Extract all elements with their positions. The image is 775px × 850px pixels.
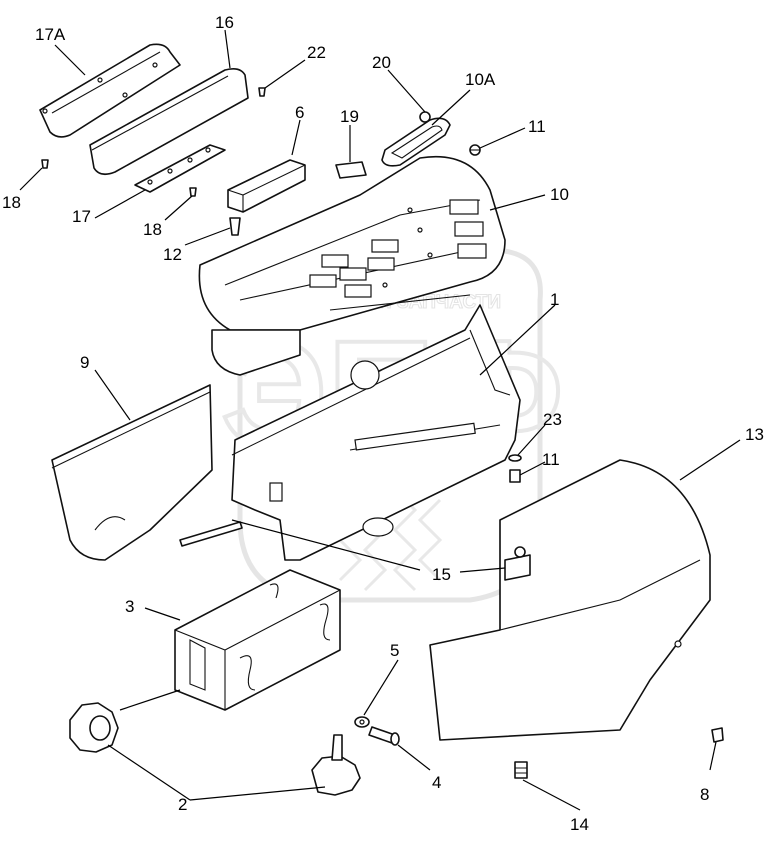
- callout-8: 8: [700, 785, 709, 804]
- callout-18-left: 18: [2, 193, 21, 212]
- callout-14: 14: [570, 815, 589, 834]
- callout-labels: 17A 16 22 20 10A 6 19 11 18 17 18 10 12 …: [2, 13, 764, 834]
- screw-11-lower-icon: [509, 469, 521, 483]
- washer-5-icon: [354, 716, 370, 728]
- bolt-4-icon: [368, 726, 400, 746]
- part-2-knob-left: [69, 702, 119, 753]
- part-13-cover-shell: [429, 459, 711, 741]
- callout-2: 2: [178, 795, 187, 814]
- callout-17: 17: [72, 207, 91, 226]
- screw-18-icon: [41, 159, 49, 169]
- part-6-foam-block: [227, 159, 306, 213]
- plug-8-icon: [711, 727, 724, 743]
- callout-3: 3: [125, 597, 134, 616]
- screw-22-icon: [258, 87, 266, 97]
- callout-10: 10: [550, 185, 569, 204]
- screw-18-lower-icon: [189, 187, 197, 197]
- callout-17A: 17A: [35, 25, 66, 44]
- callout-1: 1: [550, 290, 559, 309]
- callout-16: 16: [215, 13, 234, 32]
- screw-11-icon: [469, 144, 481, 156]
- part-15-bracket: [504, 546, 531, 581]
- callout-15: 15: [432, 565, 451, 584]
- screw-12-icon: [229, 217, 241, 236]
- part-3-bracket-box: [174, 569, 341, 711]
- callout-11-upper: 11: [528, 117, 546, 136]
- callout-23: 23: [543, 410, 562, 429]
- callout-20: 20: [372, 53, 391, 72]
- part-19-pad: [335, 161, 367, 179]
- washer-23-icon: [508, 454, 522, 462]
- callout-12: 12: [163, 245, 182, 264]
- callout-11-lower: 11: [542, 450, 560, 469]
- callout-5: 5: [390, 641, 399, 660]
- leader-lines: [19, 29, 741, 811]
- callout-18-center: 18: [143, 220, 162, 239]
- callout-9: 9: [80, 353, 89, 372]
- screw-14-icon: [514, 761, 528, 779]
- part-10A-gasket: [381, 111, 451, 167]
- part-10-console-top: [198, 155, 506, 376]
- part-1-housing: [231, 304, 521, 561]
- part-17-bracket: [134, 144, 226, 193]
- part-17A-cover: [39, 43, 181, 138]
- callout-22: 22: [307, 43, 326, 62]
- rod-icon: [179, 521, 243, 547]
- callout-4: 4: [432, 773, 441, 792]
- part-16-cushion: [89, 68, 249, 176]
- callout-13: 13: [745, 425, 764, 444]
- callout-10A: 10A: [465, 70, 496, 89]
- part-9-side-panel: [51, 384, 213, 561]
- part-2-knob-right: [311, 734, 361, 796]
- callout-6: 6: [295, 103, 304, 122]
- callout-19: 19: [340, 107, 359, 126]
